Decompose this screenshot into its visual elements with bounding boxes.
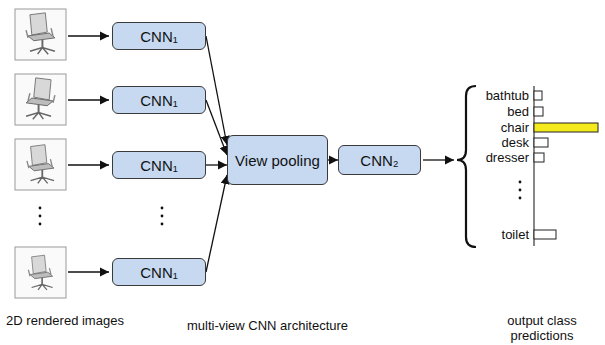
connector-arrow	[206, 175, 227, 272]
box-label: CNN₁	[140, 264, 178, 281]
class-name: dresser	[459, 150, 529, 165]
cnn2-box: CNN₂	[338, 145, 421, 175]
chair-render	[28, 255, 52, 290]
view-image	[15, 74, 66, 125]
pooling-box: View pooling	[227, 135, 328, 185]
input-caption: 2D rendered images	[4, 313, 126, 328]
box-label: CNN₂	[360, 152, 398, 169]
input-arrow	[68, 164, 109, 165]
view-image	[15, 139, 66, 190]
score-bar	[534, 107, 543, 116]
input-arrows	[68, 36, 454, 272]
class-name: desk	[459, 135, 529, 150]
connector-arrow	[328, 159, 338, 160]
class-name: bathtub	[459, 88, 529, 103]
score-bar	[534, 91, 542, 100]
connector-arrow	[206, 100, 227, 155]
prediction-bars	[534, 91, 598, 239]
chair-render	[26, 13, 55, 54]
class-name: bed	[459, 104, 529, 119]
chair-render	[26, 78, 55, 119]
input-arrow	[68, 99, 109, 100]
class-name: chair	[459, 120, 529, 135]
class-name: toilet	[459, 227, 529, 242]
score-bar	[534, 153, 544, 162]
connector-arrow	[206, 164, 227, 165]
input-arrow	[68, 271, 109, 272]
bracket	[457, 86, 476, 247]
view-image	[15, 247, 66, 298]
cnn1-box: CNN₁	[112, 22, 206, 50]
cnn1-box: CNN₁	[112, 86, 206, 114]
score-bar	[534, 138, 548, 147]
view-image	[15, 9, 66, 60]
ellipsis-dots	[39, 181, 522, 226]
output-arrow	[423, 159, 454, 160]
architecture-caption: multi-view CNN architecture	[180, 318, 355, 333]
input-arrow	[68, 35, 109, 36]
box-label: CNN₁	[140, 157, 178, 174]
cnn1-box: CNN₁	[112, 151, 206, 179]
score-bar	[534, 123, 598, 132]
box-label: CNN₁	[140, 28, 178, 45]
cnn1-box: CNN₁	[112, 258, 206, 286]
box-label: View pooling	[235, 152, 320, 169]
rendered-views	[15, 9, 66, 298]
score-bar	[534, 230, 556, 239]
box-label: CNN₁	[140, 92, 178, 109]
output-caption: output class predictions	[487, 313, 597, 343]
chair-render	[27, 145, 54, 184]
